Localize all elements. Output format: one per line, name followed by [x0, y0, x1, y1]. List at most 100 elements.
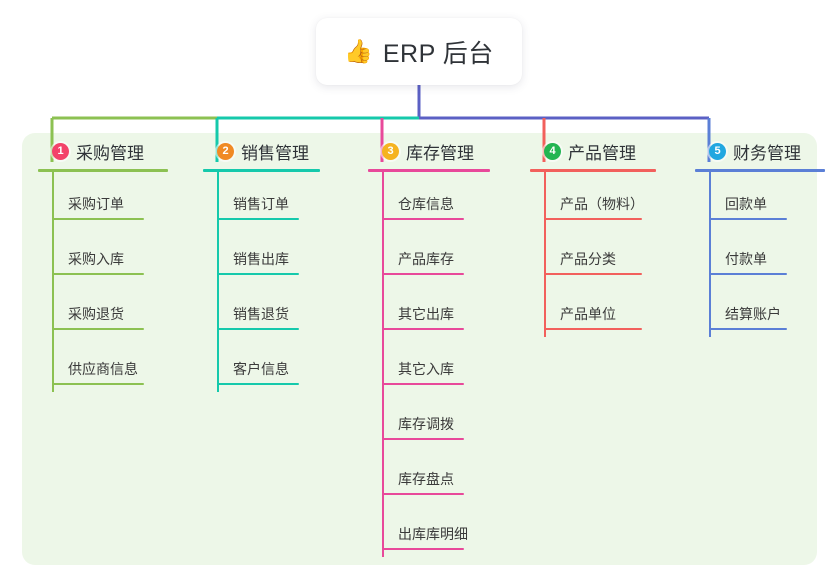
leaf-rule: [382, 493, 464, 495]
leaf-rule: [709, 328, 787, 330]
leaf-rule: [382, 273, 464, 275]
branch-column-5: 5 财务管理回款单付款单结算账户: [695, 133, 825, 337]
leaf-rule: [382, 328, 464, 330]
root-title: ERP 后台: [382, 39, 494, 68]
root-node[interactable]: 👍 ERP 后台: [316, 18, 522, 85]
leaf-rule: [382, 548, 464, 550]
leaf-label: 其它入库: [398, 361, 454, 377]
leaf-node[interactable]: 产品分类: [530, 227, 656, 282]
branch-children-3: 仓库信息产品库存其它出库其它入库库存调拨库存盘点出库库明细: [368, 172, 490, 557]
leaf-rule: [382, 383, 464, 385]
branch-rule-5: [695, 169, 825, 172]
leaf-label: 结算账户: [725, 306, 781, 322]
branch-spine-1: [52, 172, 54, 392]
branch-rule-2: [203, 169, 320, 172]
branch-column-3: 3 库存管理仓库信息产品库存其它出库其它入库库存调拨库存盘点出库库明细: [368, 133, 490, 557]
branch-spine-3: [382, 172, 384, 557]
branch-title-5: 财务管理: [733, 143, 801, 163]
leaf-rule: [52, 273, 144, 275]
leaf-node[interactable]: 其它出库: [368, 282, 490, 337]
branch-columns: 1 采购管理采购订单采购入库采购退货供应商信息 2 销售管理销售订单销售出库销售退货客…: [22, 133, 825, 565]
branch-header-5[interactable]: 5 财务管理: [695, 133, 825, 169]
leaf-label: 仓库信息: [398, 196, 454, 212]
branch-header-3[interactable]: 3 库存管理: [368, 133, 490, 169]
branch-rule-4: [530, 169, 656, 172]
leaf-rule: [52, 218, 144, 220]
leaf-label: 产品（物料）: [560, 196, 644, 212]
leaf-rule: [544, 273, 642, 275]
leaf-node[interactable]: 库存盘点: [368, 447, 490, 502]
branch-header-4[interactable]: 4 产品管理: [530, 133, 656, 169]
leaf-label: 产品单位: [560, 306, 616, 322]
leaf-node[interactable]: 销售退货: [203, 282, 320, 337]
leaf-node[interactable]: 采购入库: [38, 227, 168, 282]
branch-badge-3: 3: [382, 142, 399, 160]
leaf-node[interactable]: 客户信息: [203, 337, 320, 392]
leaf-label: 销售订单: [233, 196, 289, 212]
leaf-rule: [217, 273, 299, 275]
leaf-rule: [217, 218, 299, 220]
branch-badge-4: 4: [544, 142, 561, 160]
leaf-node[interactable]: 销售出库: [203, 227, 320, 282]
leaf-label: 回款单: [725, 196, 767, 212]
leaf-label: 付款单: [725, 251, 767, 267]
leaf-node[interactable]: 其它入库: [368, 337, 490, 392]
branch-column-1: 1 采购管理采购订单采购入库采购退货供应商信息: [38, 133, 168, 392]
branch-spine-2: [217, 172, 219, 392]
leaf-node[interactable]: 采购退货: [38, 282, 168, 337]
leaf-node[interactable]: 出库库明细: [368, 502, 490, 557]
branch-column-2: 2 销售管理销售订单销售出库销售退货客户信息: [203, 133, 320, 392]
branch-title-1: 采购管理: [76, 143, 144, 163]
leaf-node[interactable]: 采购订单: [38, 172, 168, 227]
leaf-label: 其它出库: [398, 306, 454, 322]
branch-spine-4: [544, 172, 546, 337]
leaf-rule: [382, 438, 464, 440]
leaf-rule: [217, 328, 299, 330]
branch-title-4: 产品管理: [568, 143, 636, 163]
leaf-node[interactable]: 仓库信息: [368, 172, 490, 227]
leaf-rule: [52, 328, 144, 330]
branch-children-5: 回款单付款单结算账户: [695, 172, 825, 337]
leaf-label: 销售出库: [233, 251, 289, 267]
branch-children-2: 销售订单销售出库销售退货客户信息: [203, 172, 320, 392]
leaf-label: 库存调拨: [398, 416, 454, 432]
branch-children-4: 产品（物料） 产品分类产品单位: [530, 172, 656, 337]
leaf-node[interactable]: 产品单位: [530, 282, 656, 337]
leaf-node[interactable]: 产品库存: [368, 227, 490, 282]
leaf-rule: [217, 383, 299, 385]
branch-children-1: 采购订单采购入库采购退货供应商信息: [38, 172, 168, 392]
branch-rule-1: [38, 169, 168, 172]
leaf-node[interactable]: 产品（物料）: [530, 172, 656, 227]
leaf-rule: [382, 218, 464, 220]
leaf-label: 采购退货: [68, 306, 124, 322]
leaf-node[interactable]: 付款单: [695, 227, 825, 282]
leaf-node[interactable]: 库存调拨: [368, 392, 490, 447]
leaf-label: 产品分类: [560, 251, 616, 267]
branch-title-3: 库存管理: [406, 143, 474, 163]
branch-spine-5: [709, 172, 711, 337]
leaf-rule: [544, 328, 642, 330]
branch-column-4: 4 产品管理产品（物料） 产品分类产品单位: [530, 133, 656, 337]
leaf-node[interactable]: 供应商信息: [38, 337, 168, 392]
branch-badge-2: 2: [217, 142, 234, 160]
leaf-label: 客户信息: [233, 361, 289, 377]
leaf-node[interactable]: 销售订单: [203, 172, 320, 227]
branch-header-1[interactable]: 1 采购管理: [38, 133, 168, 169]
leaf-node[interactable]: 结算账户: [695, 282, 825, 337]
leaf-label: 销售退货: [233, 306, 289, 322]
leaf-rule: [709, 273, 787, 275]
leaf-label: 出库库明细: [398, 526, 468, 542]
leaf-label: 供应商信息: [68, 361, 138, 377]
branch-badge-5: 5: [709, 142, 726, 160]
leaf-rule: [709, 218, 787, 220]
leaf-node[interactable]: 回款单: [695, 172, 825, 227]
branch-header-2[interactable]: 2 销售管理: [203, 133, 320, 169]
branch-title-2: 销售管理: [241, 143, 309, 163]
branch-rule-3: [368, 169, 490, 172]
branch-badge-1: 1: [52, 142, 69, 160]
leaf-label: 采购订单: [68, 196, 124, 212]
leaf-label: 采购入库: [68, 251, 124, 267]
thumbs-up-icon: 👍: [344, 38, 373, 64]
leaf-rule: [544, 218, 642, 220]
